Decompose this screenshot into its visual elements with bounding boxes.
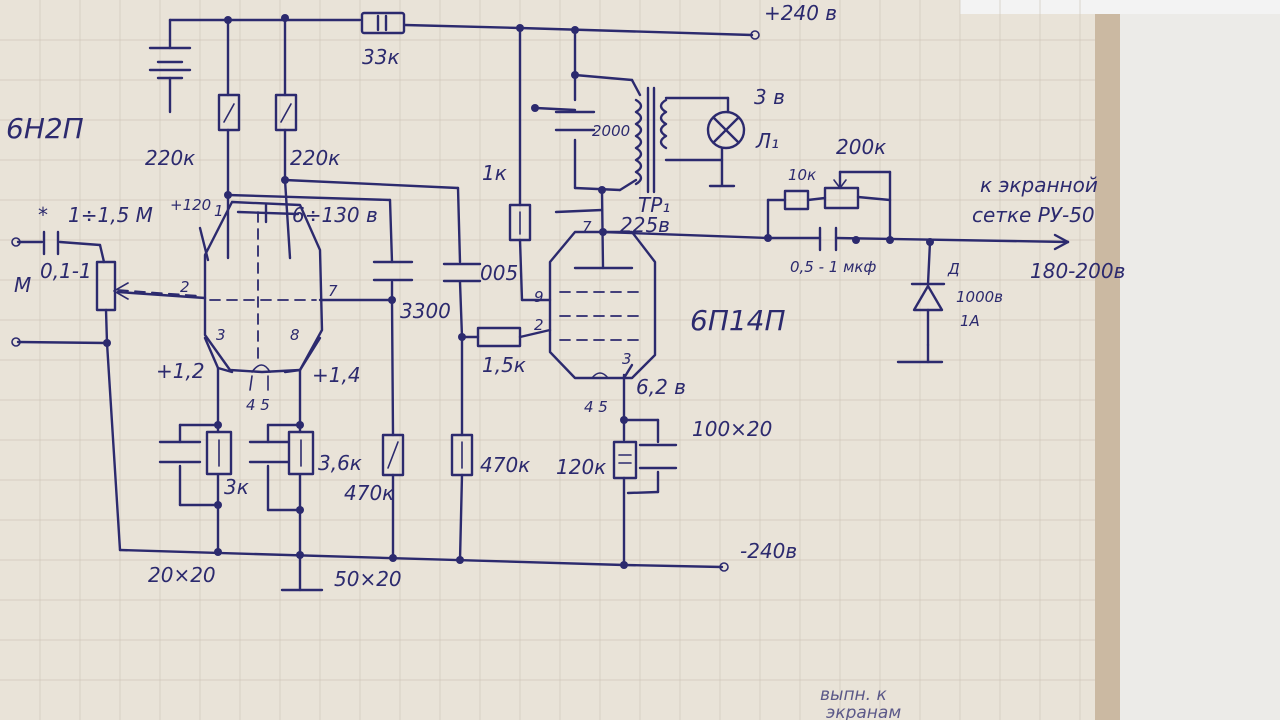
input-capacitor xyxy=(42,230,60,256)
paper-edge xyxy=(1095,0,1120,720)
tube-6p14p-grids xyxy=(559,291,646,341)
label-r-3-6k: 3,6к xyxy=(318,451,362,475)
label-c-01-1: 0,1-1 xyxy=(40,259,92,283)
screen-frame-top xyxy=(960,0,1280,14)
label-m: М xyxy=(14,273,31,297)
label-lamp-l1: Л₁ xyxy=(755,129,779,153)
label-v-3: 3 в xyxy=(754,85,785,109)
label-star-pot: * xyxy=(38,203,48,227)
junctions xyxy=(103,14,934,569)
label-pin-2a: 2 xyxy=(180,278,190,296)
label-pin-9: 9 xyxy=(534,288,544,306)
label-v-225: 225в xyxy=(620,213,670,237)
label-r-10k: 10к xyxy=(788,166,816,184)
wiper-arrow xyxy=(117,289,201,297)
label-plus-120: +120 xyxy=(170,196,211,214)
input-terminal-top xyxy=(11,237,21,247)
capacitor-50x20 xyxy=(248,440,290,464)
wiring xyxy=(16,18,1070,592)
label-c-20x20: 20×20 xyxy=(148,563,216,587)
capacitor-2000 xyxy=(554,110,596,132)
label-pins-45a: 4 5 xyxy=(246,396,270,414)
label-r-200k: 200к xyxy=(836,135,886,159)
label-r-220k-b: 220к xyxy=(290,146,340,170)
label-tr1: ТР₁ xyxy=(638,193,670,217)
label-footnote-2: экранам xyxy=(826,703,901,720)
label-c-005: 005 xyxy=(480,261,518,285)
resistor-470k-left xyxy=(381,433,405,477)
transformer-tr1 xyxy=(634,86,668,194)
label-r-33k: 33к xyxy=(362,45,400,69)
label-r-1-5k: 1,5к xyxy=(482,353,526,377)
label-to-screen-1: к экранной xyxy=(980,173,1098,197)
capacitor-100x20 xyxy=(638,443,678,470)
lamp-l1 xyxy=(664,96,746,188)
label-pin-3b: 3 xyxy=(622,350,632,368)
label-c-50x20: 50×20 xyxy=(334,567,402,591)
resistor-33k xyxy=(360,11,406,35)
tube-6n2p-envelope xyxy=(203,200,324,374)
resistor-1-5k xyxy=(476,326,522,348)
resistor-1k xyxy=(508,203,532,242)
capacitor-3300 xyxy=(372,260,414,282)
label-out-180-200: 180-200в xyxy=(1030,259,1125,283)
graph-grid xyxy=(0,0,1095,720)
resistor-470k-right xyxy=(450,433,474,477)
potentiometer-m xyxy=(95,260,117,312)
input-terminal-bottom xyxy=(11,337,21,347)
label-v-6-130: 6÷130 в xyxy=(292,203,378,227)
label-pot-1-1-5m: 1÷1,5 М xyxy=(68,203,153,227)
label-pin-3a: 3 xyxy=(216,326,226,344)
label-v-1-2: +1,2 xyxy=(156,359,205,383)
diode xyxy=(910,282,946,312)
screen-bezel xyxy=(1120,0,1280,720)
label-footnote-1: выпн. к xyxy=(820,685,887,705)
label-v-1-4: +1,4 xyxy=(312,363,361,387)
label-pin-1: 1 xyxy=(214,202,224,220)
potentiometer-200k xyxy=(823,186,860,210)
label-r-3k: 3к xyxy=(224,475,249,499)
resistor-3k xyxy=(205,430,233,476)
capacitor-output xyxy=(818,226,838,252)
label-diode-1000: 1000в xyxy=(956,288,1003,306)
tube-6p14p-envelope xyxy=(548,230,657,380)
label-diode-1a: 1А xyxy=(960,312,980,330)
capacitor-005 xyxy=(442,262,482,283)
label-c-3300: 3300 xyxy=(400,299,451,323)
battery-top xyxy=(148,46,192,80)
label-r-120k: 120к xyxy=(556,455,606,479)
resistor-220k-left xyxy=(217,93,241,132)
resistor-120k xyxy=(612,440,638,480)
resistor-10k xyxy=(783,189,810,211)
label-tube-6n2p: 6Н2П xyxy=(6,112,84,145)
resistor-220k-right xyxy=(274,93,298,132)
label-pin-8a: 8 xyxy=(290,326,300,344)
label-cap-2000: 2000 xyxy=(592,122,630,140)
resistor-3-6k xyxy=(287,430,315,476)
label-r-220k-a: 220к xyxy=(145,146,195,170)
label-pin-7a: 7 xyxy=(328,282,338,300)
terminal-minus-240 xyxy=(719,562,729,572)
label-c-100x20: 100×20 xyxy=(692,417,772,441)
label-pins-45b: 4 5 xyxy=(584,398,608,416)
label-tube-6p14p: 6П14П xyxy=(690,304,786,337)
label-r-470k-b: 470к xyxy=(480,453,530,477)
label-r-1k: 1к xyxy=(482,161,507,185)
label-to-screen-2: сетке РУ-50 xyxy=(972,203,1095,227)
label-pin-7b: 7 xyxy=(582,218,592,236)
label-diode-d: Д xyxy=(947,260,960,278)
label-v-6-2: 6,2 в xyxy=(636,375,686,399)
label-pin-2b: 2 xyxy=(534,316,544,334)
capacitor-20x20 xyxy=(158,440,202,464)
label-plus-240: +240 в xyxy=(764,1,837,25)
label-r-470k-a: 470к xyxy=(344,481,394,505)
label-c-05-1: 0,5 - 1 мкф xyxy=(790,258,876,276)
label-minus-240: -240в xyxy=(740,539,797,563)
terminal-plus-240 xyxy=(750,30,760,40)
